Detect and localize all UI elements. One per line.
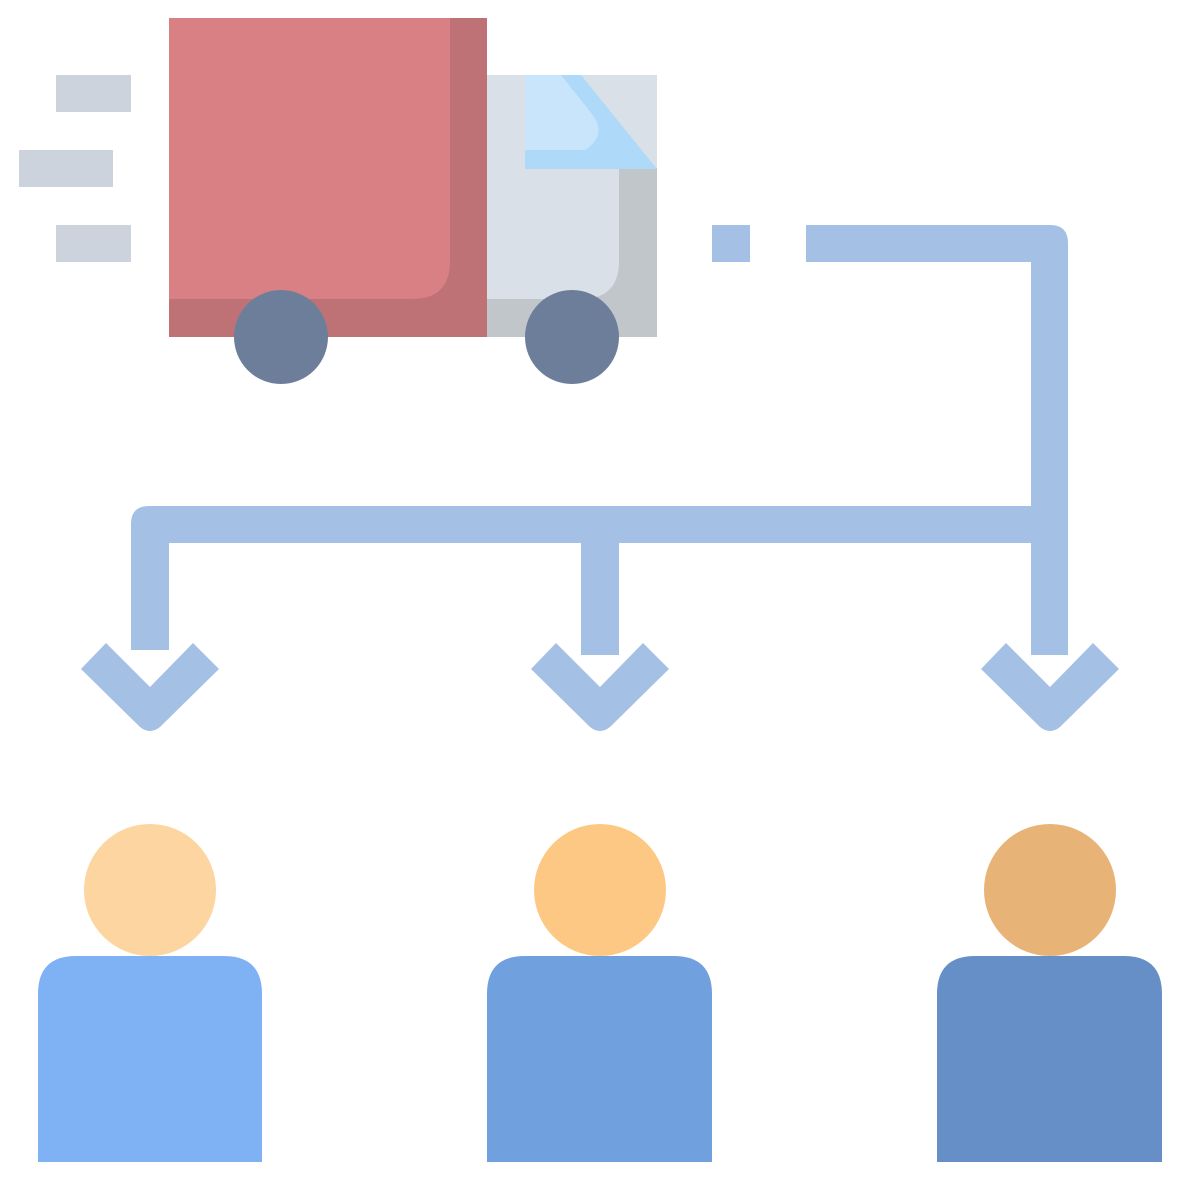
person-icon-body xyxy=(38,956,262,1162)
recipient-right xyxy=(937,824,1162,1162)
connector-route xyxy=(806,225,1068,525)
connector-branch-bar xyxy=(131,506,1068,650)
truck-cargo-face xyxy=(169,18,450,299)
person-icon-head xyxy=(534,824,666,956)
distribution-arrows xyxy=(81,225,1119,731)
truck-window xyxy=(525,75,599,150)
speed-line-top xyxy=(56,75,131,112)
person-icon-head xyxy=(984,824,1116,956)
person-icon-head xyxy=(84,824,216,956)
speed-lines xyxy=(19,75,131,262)
speed-line-middle xyxy=(19,150,113,187)
truck-front-wheel xyxy=(525,290,619,384)
speed-line-bottom xyxy=(56,225,131,262)
connector-middle-stem xyxy=(581,530,619,655)
connector-right-stem xyxy=(1031,530,1068,655)
arrow-right-head xyxy=(981,643,1119,731)
person-icon-body xyxy=(487,956,712,1162)
arrow-left-head xyxy=(81,643,219,731)
truck-rear-wheel xyxy=(234,290,328,384)
delivery-truck-icon xyxy=(169,18,657,384)
arrow-middle-head xyxy=(531,643,669,731)
truck-cab-shadow xyxy=(487,168,657,337)
connector-dash xyxy=(712,225,750,262)
recipient-left xyxy=(38,824,262,1162)
recipient-middle xyxy=(487,824,712,1162)
person-icon-body xyxy=(937,956,1162,1162)
